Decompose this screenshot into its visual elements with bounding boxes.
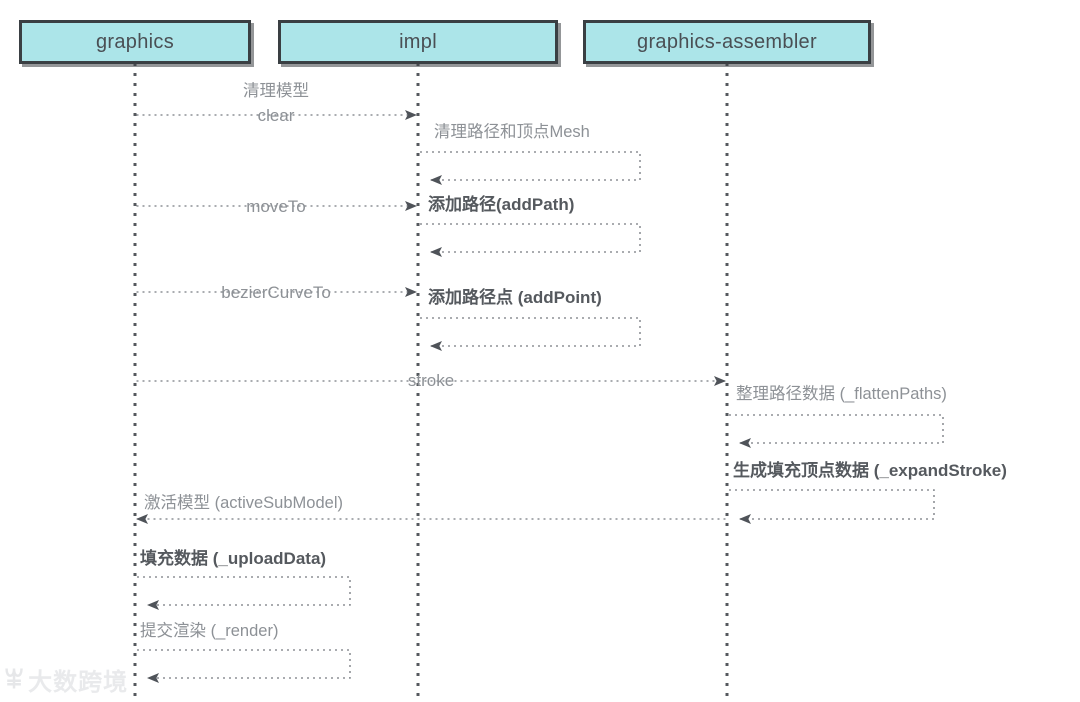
message-label-addpoint: 添加路径点 (addPoint) (428, 288, 602, 307)
participant-impl-label: impl (399, 30, 437, 53)
participant-impl[interactable]: impl (278, 20, 558, 64)
message-label-addpath: 添加路径(addPath) (428, 195, 575, 214)
message-label-beziercurveto: bezierCurveTo (221, 283, 331, 302)
participant-graphics-assembler-label: graphics-assembler (637, 30, 817, 53)
message-label-clear: clear (257, 106, 295, 125)
message-label-expandstroke: 生成填充顶点数据 (_expandStroke) (733, 461, 1007, 480)
self-message-loop-m4[interactable] (420, 223, 641, 257)
participant-graphics[interactable]: graphics (19, 20, 251, 64)
participant-graphics-label: graphics (96, 30, 174, 53)
self-message-loop-m11[interactable] (137, 576, 351, 610)
self-message-loop-m2[interactable] (420, 151, 641, 185)
message-label-stroke: stroke (407, 371, 455, 390)
message-label-activesubmodel: 激活模型 (activeSubModel) (144, 494, 343, 512)
self-message-loop-m8[interactable] (729, 414, 944, 448)
self-message-loop-m6[interactable] (420, 317, 641, 351)
self-message-loop-m9[interactable] (729, 489, 935, 524)
message-label-clear-top: 清理模型 (243, 82, 309, 100)
self-message-loop-m12[interactable] (137, 649, 351, 683)
message-label-render: 提交渲染 (_render) (140, 622, 279, 640)
message-label-clear-paths-mesh: 清理路径和顶点Mesh (434, 123, 590, 141)
message-arrows-group (136, 110, 944, 683)
participant-graphics-assembler[interactable]: graphics-assembler (583, 20, 871, 64)
message-label-flattenpaths: 整理路径数据 (_flattenPaths) (736, 385, 947, 403)
message-label-moveto: moveTo (246, 197, 306, 216)
message-label-uploaddata: 填充数据 (_uploadData) (140, 549, 327, 568)
